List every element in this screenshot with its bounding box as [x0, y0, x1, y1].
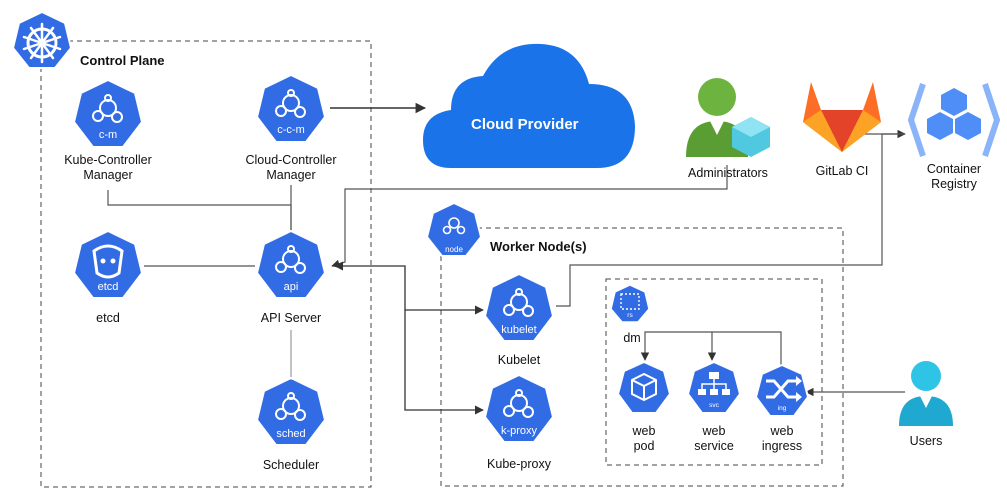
cloud-controller-icon[interactable]: c-c-m	[254, 73, 328, 147]
edge-service-pod	[640, 331, 712, 361]
web-ingress-label-line2: ingress	[761, 439, 803, 453]
edge-controller-api	[107, 190, 292, 232]
gear-cluster-icon	[255, 376, 327, 446]
cubes-icon	[907, 83, 1001, 157]
cloud-icon	[423, 43, 635, 169]
api-server-label: API Server	[260, 311, 322, 325]
edge-ingress-service	[707, 331, 782, 366]
control-plane-title: Control Plane	[80, 53, 165, 68]
kube-proxy-icon-text: k-proxy	[500, 425, 538, 437]
worker-node-box	[440, 227, 844, 487]
scheduler-icon-text: sched	[276, 428, 306, 440]
cloud-controller-label: Cloud-Controller Manager	[236, 153, 346, 183]
deployment-box	[605, 278, 823, 466]
scheduler-icon[interactable]: sched	[254, 376, 328, 450]
deployment-label: dm	[623, 331, 641, 345]
web-ingress-icon-text: ing	[777, 405, 787, 412]
web-pod-label: web pod	[618, 424, 670, 454]
dashed-square-icon	[610, 284, 650, 323]
cloud-provider-label: Cloud Provider	[471, 116, 579, 133]
edge-api-kubeproxy	[404, 310, 484, 415]
administrators-label: Administrators	[688, 166, 768, 180]
gear-cluster-icon	[483, 272, 555, 342]
node-icon	[425, 201, 483, 257]
cloud-controller-label-line2: Manager	[266, 168, 316, 182]
users-actor[interactable]	[897, 358, 955, 433]
gear-cluster-icon	[255, 73, 327, 143]
replicaset-icon[interactable]: rs	[610, 284, 650, 324]
container-registry-label-line1: Container	[926, 162, 982, 176]
kube-controller-label: Kube-Controller Manager	[58, 153, 158, 183]
gear-cluster-icon	[72, 78, 144, 148]
kubelet-icon[interactable]: kubelet	[482, 272, 556, 346]
worker-node-icon-text: node	[445, 245, 463, 254]
web-service-icon-text: svc	[709, 402, 719, 409]
kube-controller-icon-text: c-m	[98, 129, 118, 141]
person-icon	[899, 361, 953, 426]
container-registry-label-line2: Registry	[931, 177, 977, 191]
web-ingress-icon[interactable]: ing	[754, 363, 810, 419]
gear-cluster-icon	[483, 373, 555, 443]
cloud-controller-label-line1: Cloud-Controller	[245, 153, 337, 167]
web-ingress-label-line1: web	[770, 424, 794, 438]
web-service-label-line1: web	[702, 424, 726, 438]
cloud-provider[interactable]: Cloud Provider	[421, 38, 637, 175]
container-registry[interactable]	[905, 80, 1003, 165]
gitlab-label: GitLab CI	[815, 164, 869, 178]
web-pod-label-line2: pod	[633, 439, 655, 453]
etcd-shield-icon	[72, 229, 144, 299]
web-service-icon[interactable]: svc	[686, 360, 742, 416]
cloud-controller-icon-text: c-c-m	[277, 124, 305, 136]
kube-controller-label-line2: Manager	[83, 168, 133, 182]
worker-node-icon[interactable]: node	[425, 201, 483, 259]
kube-proxy-label: Kube-proxy	[487, 457, 551, 471]
api-server-icon[interactable]: api	[254, 229, 328, 303]
container-registry-label: Container Registry	[912, 162, 996, 192]
web-service-label-line2: service	[694, 439, 734, 453]
administrators-actor[interactable]	[684, 75, 774, 164]
kube-controller-icon[interactable]: c-m	[71, 78, 145, 152]
web-ingress-label: web ingress	[752, 424, 812, 454]
kubelet-icon-text: kubelet	[501, 324, 537, 336]
gitlab-ci[interactable]	[801, 80, 883, 159]
web-pod-icon[interactable]	[616, 360, 672, 416]
web-pod-label-line1: web	[632, 424, 656, 438]
worker-node-title: Worker Node(s)	[490, 239, 587, 254]
replicaset-icon-text: rs	[627, 312, 633, 319]
cube-icon	[616, 360, 672, 414]
shuffle-icon	[754, 363, 810, 417]
kubernetes-logo	[11, 10, 73, 72]
users-label: Users	[909, 434, 943, 448]
fox-icon	[803, 82, 881, 152]
person-icon	[686, 78, 770, 157]
kubelet-label: Kubelet	[497, 353, 541, 367]
web-service-label: web service	[682, 424, 746, 454]
scheduler-label: Scheduler	[262, 458, 320, 472]
etcd-icon-text: etcd	[97, 281, 119, 293]
gear-cluster-icon	[255, 229, 327, 299]
network-tree-icon	[686, 360, 742, 414]
kube-proxy-icon[interactable]: k-proxy	[482, 373, 556, 447]
kube-controller-label-line1: Kube-Controller	[64, 153, 152, 167]
helm-wheel-icon	[11, 10, 73, 69]
etcd-label: etcd	[96, 311, 120, 325]
etcd-icon[interactable]: etcd	[71, 229, 145, 303]
edge-api-kubelet	[334, 261, 484, 315]
api-server-icon-text: api	[283, 281, 299, 293]
